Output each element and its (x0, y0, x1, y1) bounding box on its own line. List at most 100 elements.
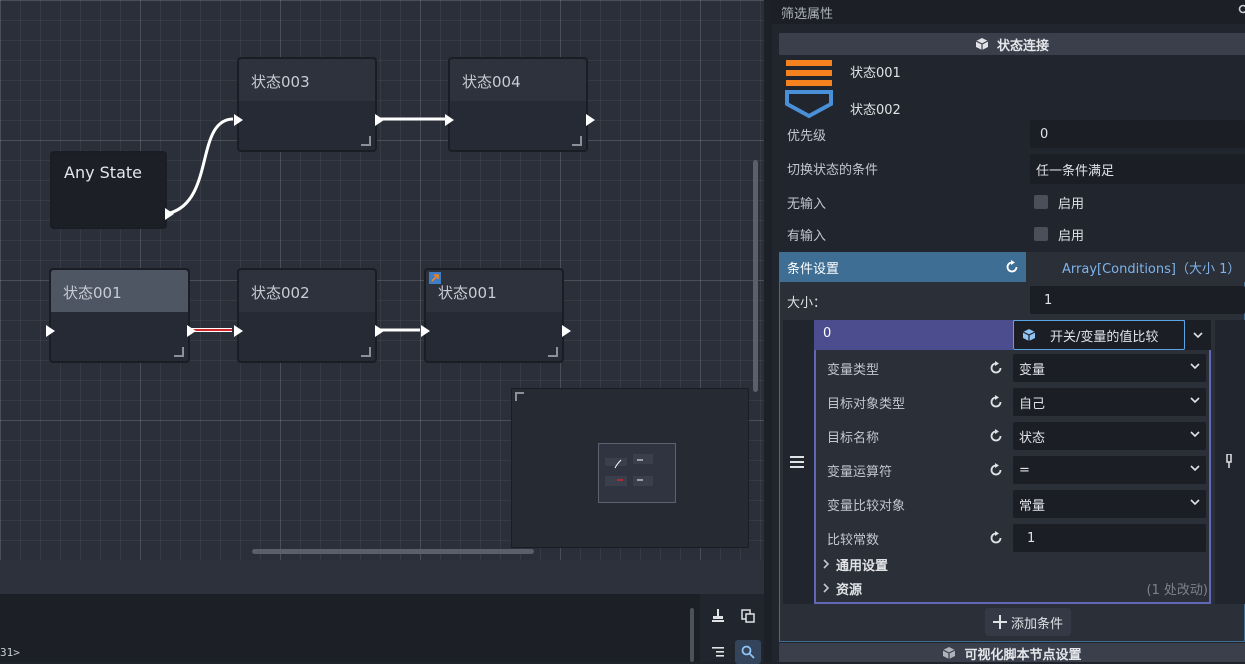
search-icon (741, 645, 755, 659)
resource-toggle[interactable]: 资源 (1 处改动) (822, 578, 1208, 598)
node-state-001-reference[interactable]: 状态001 (424, 268, 564, 363)
node-title: 状态001 (438, 282, 497, 303)
output-port[interactable] (187, 325, 196, 337)
section-header-state-connection[interactable]: 状态连接 (779, 33, 1245, 55)
var-type-label: 变量类型 (827, 359, 879, 378)
reset-icon[interactable] (989, 531, 1003, 545)
section-header-visual-script[interactable]: 可视化脚本节点设置 (779, 643, 1245, 662)
clear-output-button[interactable] (705, 604, 731, 628)
target-name-dropdown[interactable]: 状态 (1013, 422, 1206, 450)
operator-dropdown[interactable]: = (1013, 456, 1206, 484)
connection-any-s003[interactable] (170, 119, 233, 213)
bottom-toolbar (0, 560, 764, 594)
input-port[interactable] (445, 114, 454, 126)
reset-icon[interactable] (989, 395, 1003, 409)
target-name-label: 目标名称 (827, 427, 879, 446)
has-input-checkbox[interactable]: 启用 (1030, 220, 1245, 248)
priority-input[interactable]: 0 (1030, 120, 1245, 148)
compare-target-dropdown[interactable]: 常量 (1013, 490, 1206, 518)
target-type-label: 目标对象类型 (827, 393, 905, 412)
has-input-label: 有输入 (787, 225, 826, 244)
resize-handle[interactable] (174, 347, 184, 357)
copy-icon (741, 609, 755, 623)
output-port[interactable] (586, 114, 595, 126)
search-output-button[interactable] (735, 640, 761, 664)
output-port[interactable] (165, 208, 174, 220)
size-input[interactable]: 1 (1030, 286, 1245, 314)
node-title: 状态004 (462, 71, 521, 92)
minimap-viewport[interactable] (598, 443, 676, 503)
graph-canvas[interactable]: Any State 状态003 状态004 状态001 状态002 (0, 0, 764, 560)
size-label: 大小： (787, 292, 826, 311)
general-settings-toggle[interactable]: 通用设置 (822, 554, 1202, 574)
node-title: 状态001 (63, 282, 122, 303)
output-port[interactable] (562, 325, 571, 337)
input-port[interactable] (421, 325, 430, 337)
add-condition-button[interactable]: 添加条件 (985, 608, 1071, 636)
node-state-001-selected[interactable]: 状态001 (49, 268, 190, 363)
output-scrollbar[interactable] (690, 608, 694, 662)
input-port[interactable] (46, 325, 55, 337)
copy-output-button[interactable] (735, 604, 761, 628)
inspector-panel: 筛选属性 状态连接 状态001 状态002 优先级 0 切换状态的条件 任一条件… (772, 0, 1245, 662)
conditions-label: 条件设置 (787, 258, 839, 277)
reset-icon[interactable] (1005, 260, 1019, 274)
cube-icon (942, 646, 956, 660)
compare-const-input[interactable]: 1 (1013, 524, 1206, 552)
output-port[interactable] (375, 114, 384, 126)
var-type-dropdown[interactable]: 变量 (1013, 354, 1206, 382)
node-state-004[interactable]: 状态004 (448, 57, 588, 152)
cube-icon (975, 37, 989, 51)
filter-lines-button[interactable] (705, 640, 731, 664)
input-port[interactable] (234, 114, 243, 126)
plus-icon (993, 615, 1007, 629)
switch-condition-label: 切换状态的条件 (787, 159, 878, 178)
transition-icon (784, 58, 836, 120)
switch-condition-dropdown[interactable]: 任一条件满足 (1030, 154, 1245, 184)
conditions-header[interactable]: 条件设置 (779, 252, 1026, 282)
condition-type-button[interactable]: 开关/变量的值比较 (1013, 320, 1185, 350)
resize-handle[interactable] (361, 136, 371, 146)
pin-icon[interactable] (1226, 454, 1232, 468)
output-panel (0, 594, 764, 662)
resize-handle[interactable] (361, 347, 371, 357)
output-port[interactable] (375, 325, 384, 337)
checkbox-label: 启用 (1058, 225, 1084, 244)
reset-icon[interactable] (989, 429, 1003, 443)
node-state-002[interactable]: 状态002 (237, 268, 377, 363)
chevron-down-icon (1193, 332, 1203, 338)
horizontal-scrollbar[interactable] (252, 549, 534, 554)
input-port[interactable] (234, 325, 243, 337)
chevron-down-icon (1190, 431, 1200, 437)
node-any-state[interactable]: Any State (50, 151, 167, 229)
conditions-array-button[interactable]: Array[Conditions]（大小 1） (1026, 252, 1245, 282)
cube-icon (1022, 328, 1036, 342)
resize-handle[interactable] (548, 347, 558, 357)
node-state-003[interactable]: 状态003 (237, 57, 377, 152)
section-title: 状态连接 (997, 35, 1049, 54)
no-input-checkbox[interactable]: 启用 (1030, 188, 1245, 216)
condition-item-index[interactable]: 0 (814, 320, 1013, 350)
compare-const-label: 比较常数 (827, 529, 879, 548)
filter-properties-input[interactable]: 筛选属性 (781, 3, 833, 22)
chevron-right-icon (822, 559, 830, 569)
checkbox-box[interactable] (1034, 195, 1048, 209)
resize-handle[interactable] (572, 136, 582, 146)
transition-to: 状态002 (850, 99, 901, 118)
panel-splitter[interactable] (764, 0, 772, 662)
minimap-resize-handle[interactable] (515, 392, 524, 401)
node-title: Any State (64, 163, 142, 182)
reset-icon[interactable] (989, 361, 1003, 375)
vertical-scrollbar[interactable] (753, 160, 758, 392)
search-icon (1238, 4, 1245, 16)
reset-icon[interactable] (989, 463, 1003, 477)
target-type-dropdown[interactable]: 自己 (1013, 388, 1206, 416)
condition-type-dropdown[interactable] (1185, 320, 1211, 350)
minimap[interactable] (511, 388, 749, 548)
checkbox-box[interactable] (1034, 227, 1048, 241)
operator-label: 变量运算符 (827, 461, 892, 480)
minimap-preview (599, 444, 675, 502)
broom-icon (711, 609, 725, 623)
priority-label: 优先级 (787, 125, 826, 144)
drag-handle-icon[interactable] (790, 456, 804, 468)
